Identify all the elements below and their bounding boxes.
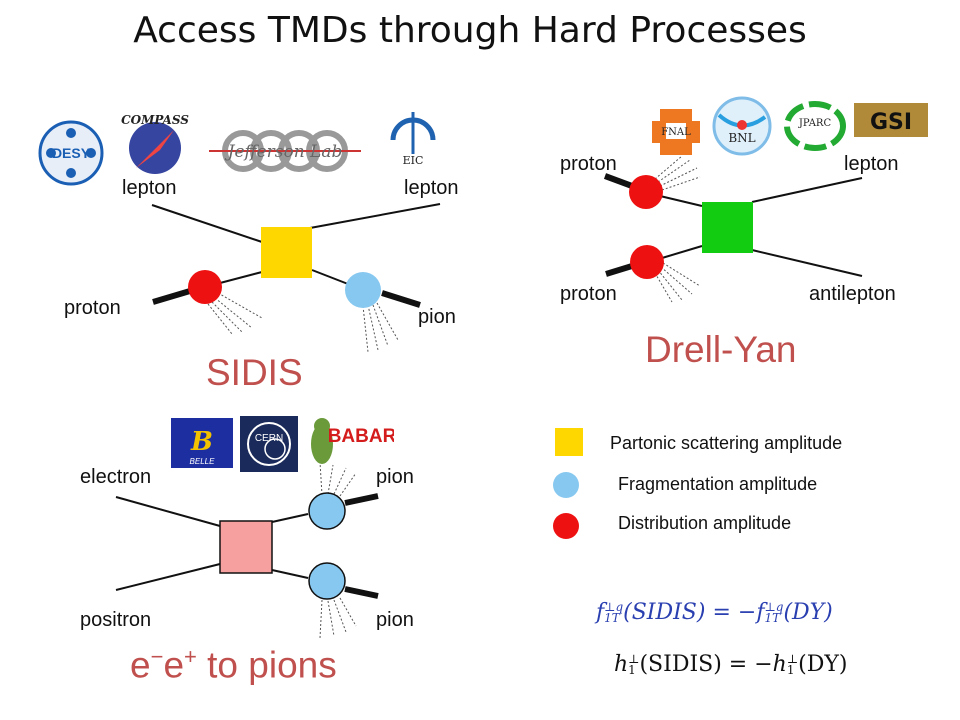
fnal-logo: FNAL (652, 109, 700, 155)
ee-diagram (115, 461, 379, 639)
sidis-pion-thick-line (381, 290, 421, 308)
ee-title-suffix: to pions (196, 644, 337, 686)
slide-title: Access TMDs through Hard Processes (133, 10, 807, 51)
dy-lepton-line (751, 177, 863, 203)
dy-proton-top-thick (603, 173, 634, 189)
ee-pion-top-label: pion (376, 466, 414, 488)
babar-logo: BABAR (311, 418, 394, 464)
sidis-partonic-box (261, 227, 312, 278)
ee-pion-bottom-line (271, 569, 309, 579)
sidis-lepton-in-label: lepton (122, 177, 177, 199)
jefferson-lab-logo: Jefferson Lab (209, 130, 361, 172)
sidis-proton-spray (207, 292, 263, 335)
legend-fragmentation-swatch (553, 472, 579, 498)
dy-proton-top-line (659, 195, 703, 207)
dy-proton-bottom-line (661, 245, 703, 259)
ee-pion-top-line (271, 513, 309, 523)
sidis-pion-spray (362, 302, 399, 353)
ee-fragmentation-circle-top (308, 492, 346, 530)
bnl-logo: BNL (712, 96, 772, 156)
svg-text:FNAL: FNAL (661, 127, 691, 138)
equation-boer-mulders: h⊥1(SIDIS) = −h⊥1(DY) (614, 652, 848, 677)
dy-distribution-circle-bottom (630, 245, 664, 279)
sidis-lepton-in-line (151, 204, 263, 243)
ee-positron-line (115, 563, 221, 591)
drell-yan-diagram (603, 155, 863, 303)
legend-partonic-swatch (555, 428, 583, 456)
ee-pion-top-thick (344, 493, 379, 506)
ee-bottom-spray (319, 597, 357, 639)
svg-text:EIC: EIC (403, 154, 424, 167)
desy-logo: DESY (38, 120, 104, 186)
sidis-proton-line (219, 271, 263, 284)
sidis-diagram (151, 203, 441, 353)
svg-text:Jefferson Lab: Jefferson Lab (225, 142, 343, 162)
legend-fragmentation-label: Fragmentation amplitude (618, 474, 818, 494)
dy-lepton-label: lepton (844, 153, 899, 175)
svg-text:DESY: DESY (52, 145, 91, 161)
ee-title-minus: − (150, 644, 164, 669)
jparc-logo: JPARC (784, 101, 846, 151)
ee-title: e−e+ to pions (130, 644, 337, 686)
sidis-proton-label: proton (64, 297, 121, 319)
sidis-lepton-out-label: lepton (404, 177, 459, 199)
svg-text:JPARC: JPARC (798, 118, 832, 129)
compass-logo: COMPASS (121, 113, 189, 174)
ee-electron-label: electron (80, 466, 152, 488)
ee-positron-label: positron (80, 609, 152, 631)
ee-title-e1: e (130, 644, 151, 686)
dy-top-spray (654, 155, 701, 191)
legend-distribution-label: Distribution amplitude (618, 513, 792, 533)
sidis-proton-thick-line (152, 288, 191, 305)
ee-title-e2: e (163, 644, 185, 686)
sidis-distribution-circle (188, 270, 222, 304)
drell-yan-title: Drell-Yan (645, 329, 797, 370)
ee-pion-bottom-label: pion (376, 609, 414, 631)
dy-proton-bottom-label: proton (560, 283, 617, 305)
ee-partonic-box (219, 520, 273, 574)
ee-pion-bottom-thick (344, 586, 379, 599)
svg-text:COMPASS: COMPASS (121, 113, 189, 127)
dy-proton-bottom-thick (605, 263, 633, 277)
sidis-title: SIDIS (206, 352, 303, 393)
ee-top-spray (319, 461, 357, 497)
dy-bottom-spray (654, 262, 701, 303)
dy-antilepton-label: antilepton (809, 283, 896, 305)
sidis-pion-label: pion (418, 306, 456, 328)
legend-symbols (553, 428, 583, 539)
svg-text:BNL: BNL (728, 131, 755, 145)
svg-text:BABAR: BABAR (328, 426, 394, 447)
sidis-lepton-out-line (309, 203, 441, 229)
ee-electron-line (115, 496, 221, 527)
dy-distribution-circle-top (629, 175, 663, 209)
legend-distribution-swatch (553, 513, 579, 539)
svg-text:B: B (190, 427, 213, 457)
svg-text:GSI: GSI (870, 110, 912, 135)
cern-logo: CERN (240, 416, 298, 472)
sidis-fragmentation-circle (345, 272, 381, 308)
svg-text:BELLE: BELLE (190, 457, 216, 466)
legend-partonic-label: Partonic scattering amplitude (610, 433, 843, 453)
sidis-pion-line (311, 269, 349, 285)
dy-antilepton-line (751, 249, 863, 277)
gsi-logo: GSI (854, 103, 928, 137)
dy-partonic-box (702, 202, 753, 253)
ee-fragmentation-circle-bottom (308, 562, 346, 600)
ee-title-plus: + (184, 644, 197, 669)
belle-logo: B BELLE (171, 418, 233, 468)
eic-logo: EIC (390, 112, 436, 167)
svg-text:CERN: CERN (255, 433, 283, 444)
dy-proton-top-label: proton (560, 153, 617, 175)
